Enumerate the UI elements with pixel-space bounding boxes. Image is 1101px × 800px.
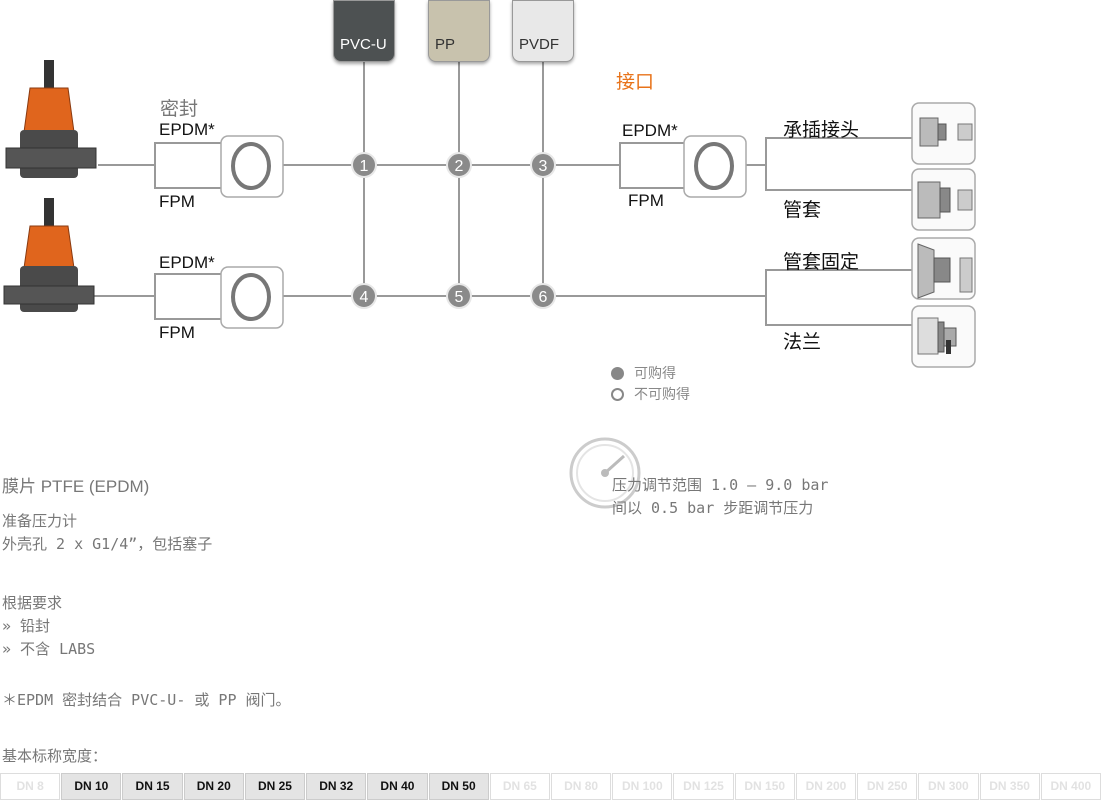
dn-cell[interactable]: DN 100 (612, 773, 673, 800)
dn-cell[interactable]: DN 200 (795, 773, 857, 800)
diagram-lines (3, 60, 976, 368)
dn-cell[interactable]: DN 80 (550, 773, 612, 800)
valve-bottom-icon (3, 198, 95, 312)
seal-title: 密封 (160, 98, 199, 120)
dn-cell[interactable]: DN 32 (306, 773, 367, 800)
node-2: 2 (446, 152, 472, 178)
seal-bottom-upper: EPDM* (159, 253, 215, 272)
seal-top-upper: EPDM* (159, 120, 215, 139)
dn-cell[interactable]: DN 65 (489, 773, 550, 800)
dn-cell[interactable]: DN 20 (183, 773, 244, 800)
node-label: 6 (539, 289, 548, 306)
node-markers: 1 2 3 4 5 6 (351, 152, 556, 309)
node-5: 5 (446, 283, 472, 309)
connections-title: 接口 (616, 71, 655, 93)
housing-bore-info: 外壳孔 2 x G1/4”，包括塞子 (2, 535, 213, 553)
material-pvdf[interactable]: PVDF (512, 0, 574, 62)
connection-socket-label: 承插接头 (783, 119, 860, 141)
nominal-widths-title: 基本标称宽度： (2, 747, 108, 765)
legend-unavailable-label: 不可购得 (634, 386, 690, 402)
union-connection-icon (911, 168, 976, 231)
seal-right-upper: EPDM* (622, 121, 678, 140)
node-label: 1 (360, 158, 369, 175)
dn-cell[interactable]: DN 10 (61, 773, 122, 800)
node-3: 3 (530, 152, 556, 178)
empty-circle-icon (611, 388, 624, 401)
seal-bottom-lower: FPM (159, 323, 195, 342)
seal-top-lower: FPM (159, 192, 195, 211)
connection-flange-label: 法兰 (783, 331, 822, 353)
seal-right-lower: FPM (628, 191, 664, 210)
seal-box-bottom (220, 266, 284, 329)
node-4: 4 (351, 283, 377, 309)
node-label: 3 (539, 158, 548, 175)
connection-union-fixed-label: 管套固定 (783, 251, 860, 273)
seal-box-top (220, 135, 284, 198)
material-label: PP (435, 36, 456, 53)
legend-available-label: 可购得 (634, 365, 676, 381)
gauge-ready-info: 准备压力计 (2, 512, 78, 530)
dn-cell[interactable]: DN 150 (734, 773, 795, 800)
pressure-gauge-icon (569, 437, 641, 509)
filled-circle-icon (611, 367, 624, 380)
material-pvc-u[interactable]: PVC-U (333, 0, 395, 62)
dn-cell[interactable]: DN 250 (857, 773, 918, 800)
pressure-range-info: 压力调节范围 1.0 – 9.0 bar (612, 476, 829, 494)
dn-cell[interactable]: DN 350 (979, 773, 1040, 800)
legend-available: 可购得 (611, 363, 676, 383)
on-request-heading: 根据要求 (2, 594, 63, 612)
node-label: 2 (455, 158, 464, 175)
footnote: ＊EPDM 密封结合 PVC-U- 或 PP 阀门。 (2, 691, 291, 709)
dn-cell[interactable]: DN 15 (122, 773, 183, 800)
socket-connection-icon (911, 102, 976, 165)
lead-seal-item: » 铅封 (2, 617, 51, 635)
pressure-step-info: 间以 0.5 bar 步距调节压力 (612, 499, 814, 517)
union-fixed-connection-icon (911, 237, 976, 300)
diaphragm-info: 膜片 PTFE (EPDM) (2, 477, 150, 496)
flange-connection-icon (911, 305, 976, 368)
dn-cell[interactable]: DN 400 (1040, 773, 1101, 800)
material-label: PVC-U (340, 36, 387, 53)
dn-cell[interactable]: DN 50 (428, 773, 489, 800)
material-label: PVDF (519, 36, 560, 53)
seal-box-right (683, 135, 747, 198)
node-1: 1 (351, 152, 377, 178)
dn-cell[interactable]: DN 8 (0, 773, 61, 800)
dn-cell[interactable]: DN 125 (673, 773, 734, 800)
node-6: 6 (530, 283, 556, 309)
valve-top-icon (5, 60, 97, 178)
node-label: 4 (360, 289, 369, 306)
dn-cell[interactable]: DN 40 (367, 773, 428, 800)
node-label: 5 (455, 289, 464, 306)
no-labs-item: » 不含 LABS (2, 640, 96, 658)
dn-cell[interactable]: DN 300 (918, 773, 979, 800)
connection-union-label: 管套 (783, 199, 822, 221)
dn-cell[interactable]: DN 25 (244, 773, 306, 800)
legend-unavailable: 不可购得 (611, 384, 690, 404)
material-pp[interactable]: PP (428, 0, 490, 62)
